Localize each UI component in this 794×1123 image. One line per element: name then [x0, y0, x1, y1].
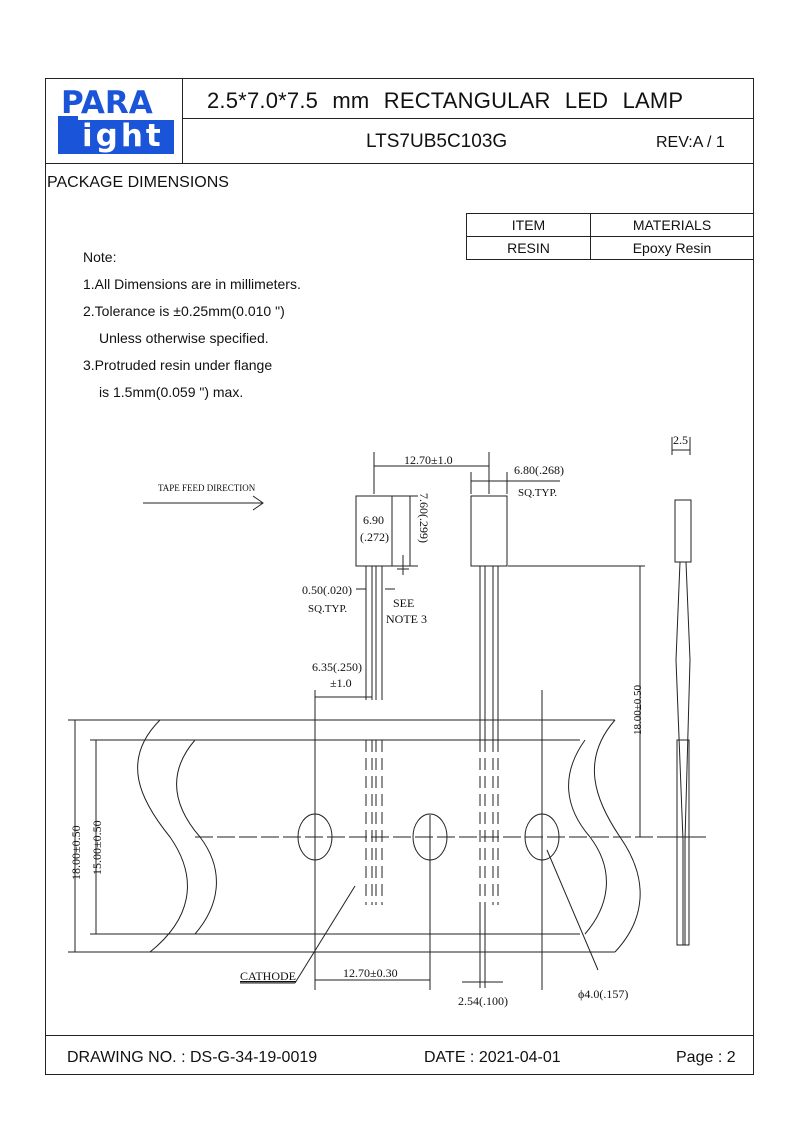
materials-table: ITEM MATERIALS RESIN Epoxy Resin	[466, 213, 754, 260]
revision: REV:A / 1	[656, 134, 725, 151]
note-line: Unless otherwise specified.	[99, 330, 269, 346]
section-title: PACKAGE DIMENSIONS	[47, 174, 229, 191]
header-divider-bottom	[45, 163, 754, 164]
dim-thick: 2.5	[673, 433, 688, 447]
document-title: 2.5*7.0*7.5 mm RECTANGULAR LED LAMP	[207, 88, 684, 113]
table-row: RESIN Epoxy Resin	[466, 236, 754, 260]
note-heading: Note:	[83, 249, 117, 265]
dim-lead: 0.50(.020)	[302, 583, 352, 597]
dim-height: 7.60(.299)	[417, 493, 431, 543]
header-materials: MATERIALS	[590, 213, 754, 237]
dim-width-in: (.272)	[360, 530, 389, 544]
dim-offset: 6.35(.250)	[312, 660, 362, 674]
logo-top-text: PARA	[61, 85, 153, 121]
note-line: 3.Protruded resin under flange	[83, 357, 273, 373]
dim-width: 6.90	[363, 513, 384, 527]
logo-bottom-text: ight	[82, 118, 164, 154]
page-frame	[45, 78, 754, 1075]
header-divider-vertical	[182, 78, 183, 163]
dim-hole: ϕ4.0(.157)	[578, 987, 628, 1001]
cell-item: RESIN	[466, 236, 591, 260]
part-number: LTS7UB5C103G	[366, 131, 508, 152]
note3-label: NOTE 3	[386, 612, 427, 626]
cathode-label: CATHODE	[240, 969, 296, 983]
header-item: ITEM	[466, 213, 591, 237]
dim-lead-typ: SQ.TYP.	[308, 603, 347, 615]
note-line: 1.All Dimensions are in millimeters.	[83, 276, 301, 292]
dim-lead-pitch: 2.54(.100)	[458, 994, 508, 1008]
dim-pitch: 12.70±1.0	[404, 453, 453, 467]
drawing-number: DRAWING NO. : DS-G-34-19-0019	[67, 1049, 318, 1066]
drawing-date: DATE : 2021-04-01	[424, 1049, 561, 1066]
note-line: 2.Tolerance is ±0.25mm(0.010 ")	[83, 303, 285, 319]
dim-15: 15.00±0.50	[90, 820, 104, 875]
page-number: Page : 2	[676, 1049, 736, 1066]
table-header-row: ITEM MATERIALS	[466, 213, 754, 237]
dim-hole-pitch: 12.70±0.30	[343, 966, 398, 980]
dim-18-left: 18.00±0.50	[69, 825, 83, 880]
see-label: SEE	[393, 596, 414, 610]
cell-material: Epoxy Resin	[590, 236, 754, 260]
dim-18-right: 18.00±0.50	[632, 684, 644, 735]
dim-sq-typ: SQ.TYP.	[518, 487, 557, 499]
header-divider-middle	[182, 118, 754, 119]
dim-sq: 6.80(.268)	[514, 463, 564, 477]
footer-divider	[45, 1035, 754, 1036]
company-logo: PARA ight	[58, 86, 174, 158]
dim-offset-tol: ±1.0	[330, 676, 352, 690]
note-line: is 1.5mm(0.059 ") max.	[99, 384, 244, 400]
tape-feed-label: TAPE FEED DIRECTION	[158, 483, 256, 493]
